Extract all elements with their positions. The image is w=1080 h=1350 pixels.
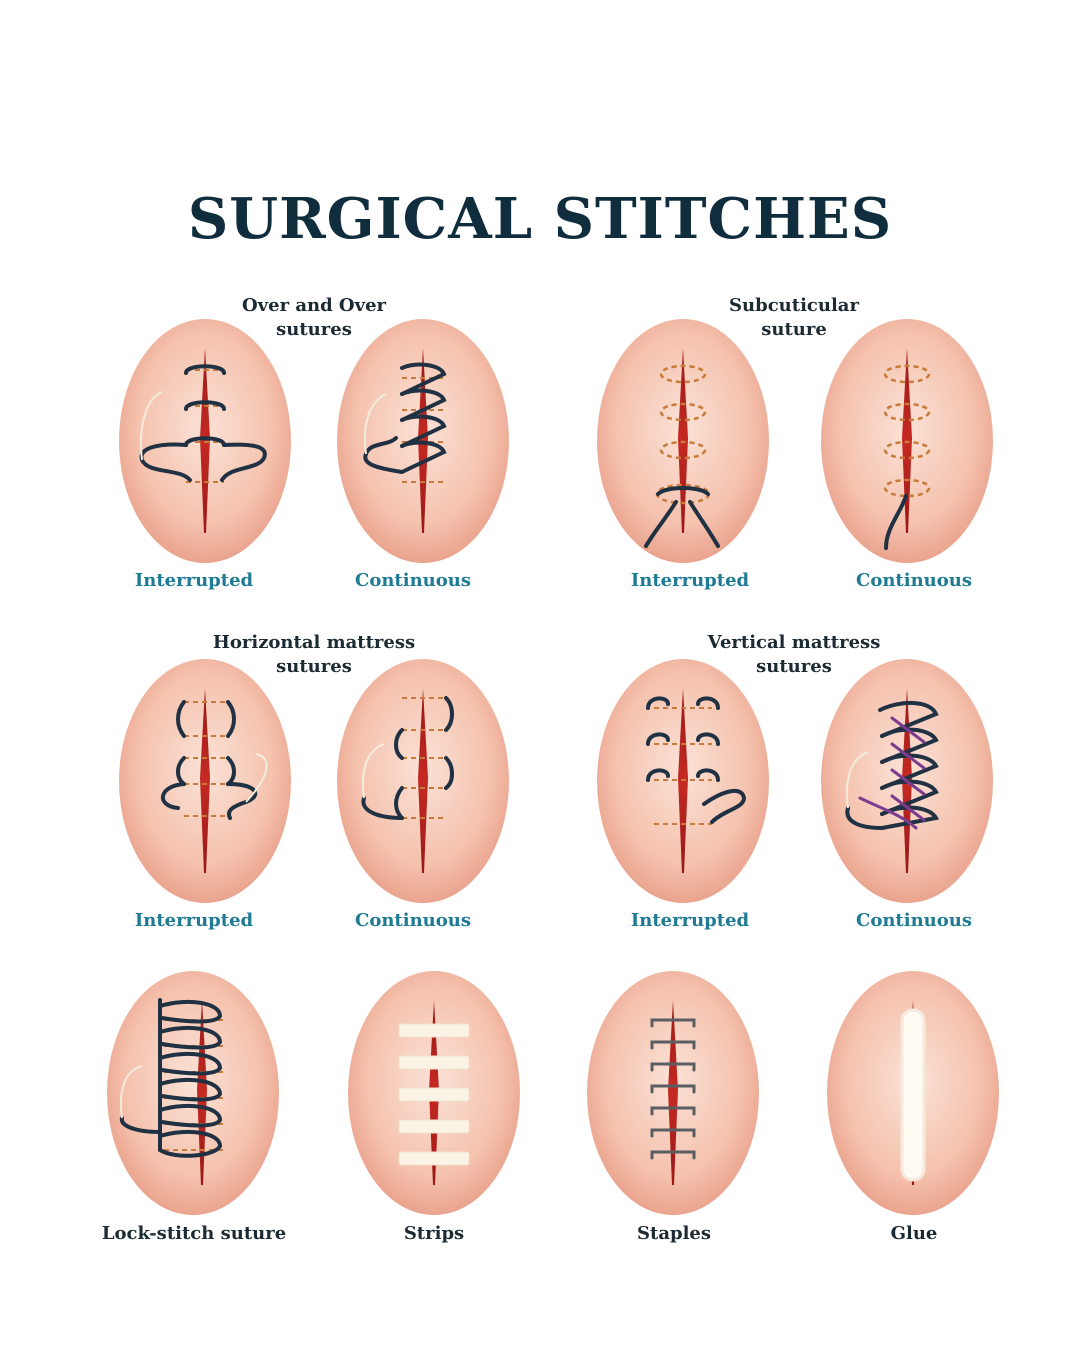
group-title-over-and-over: Over and Over sutures [241,295,387,340]
lock-stitch-suture-illustration [107,971,279,1215]
strips-illustration [348,971,520,1215]
label-over-and-over-continuous: Continuous [355,570,471,591]
label-over-and-over-interrupted: Interrupted [134,570,254,591]
label-horizontal-mattress-interrupted: Interrupted [134,910,254,931]
label-staples: Staples [637,1223,711,1244]
staples-illustration [587,971,759,1215]
vertical-mattress-interrupted-illustration [597,659,769,903]
group-title-horizontal-mattress: Horizontal mattress sutures [212,632,416,677]
subcuticular-interrupted-illustration [597,319,769,563]
label-subcuticular-continuous: Continuous [856,570,972,591]
group-title-vertical-mattress: Vertical mattress sutures [707,632,881,677]
label-glue: Glue [890,1223,938,1244]
label-horizontal-mattress-continuous: Continuous [355,910,471,931]
label-vertical-mattress-interrupted: Interrupted [630,910,750,931]
horizontal-mattress-interrupted-illustration [119,659,291,903]
label-lock-stitch-suture: Lock-stitch suture [101,1223,287,1244]
over-and-over-interrupted-illustration [119,319,291,563]
horizontal-mattress-continuous-illustration [337,659,509,903]
label-vertical-mattress-continuous: Continuous [856,910,972,931]
vertical-mattress-continuous-illustration [821,659,993,903]
over-and-over-continuous-illustration [337,319,509,563]
page-title: SURGICAL STITCHES [187,186,893,252]
subcuticular-continuous-illustration [821,319,993,563]
group-title-subcuticular: Subcuticular suture [729,295,859,340]
glue-illustration [827,971,999,1215]
label-strips: Strips [403,1223,465,1244]
label-subcuticular-interrupted: Interrupted [630,570,750,591]
